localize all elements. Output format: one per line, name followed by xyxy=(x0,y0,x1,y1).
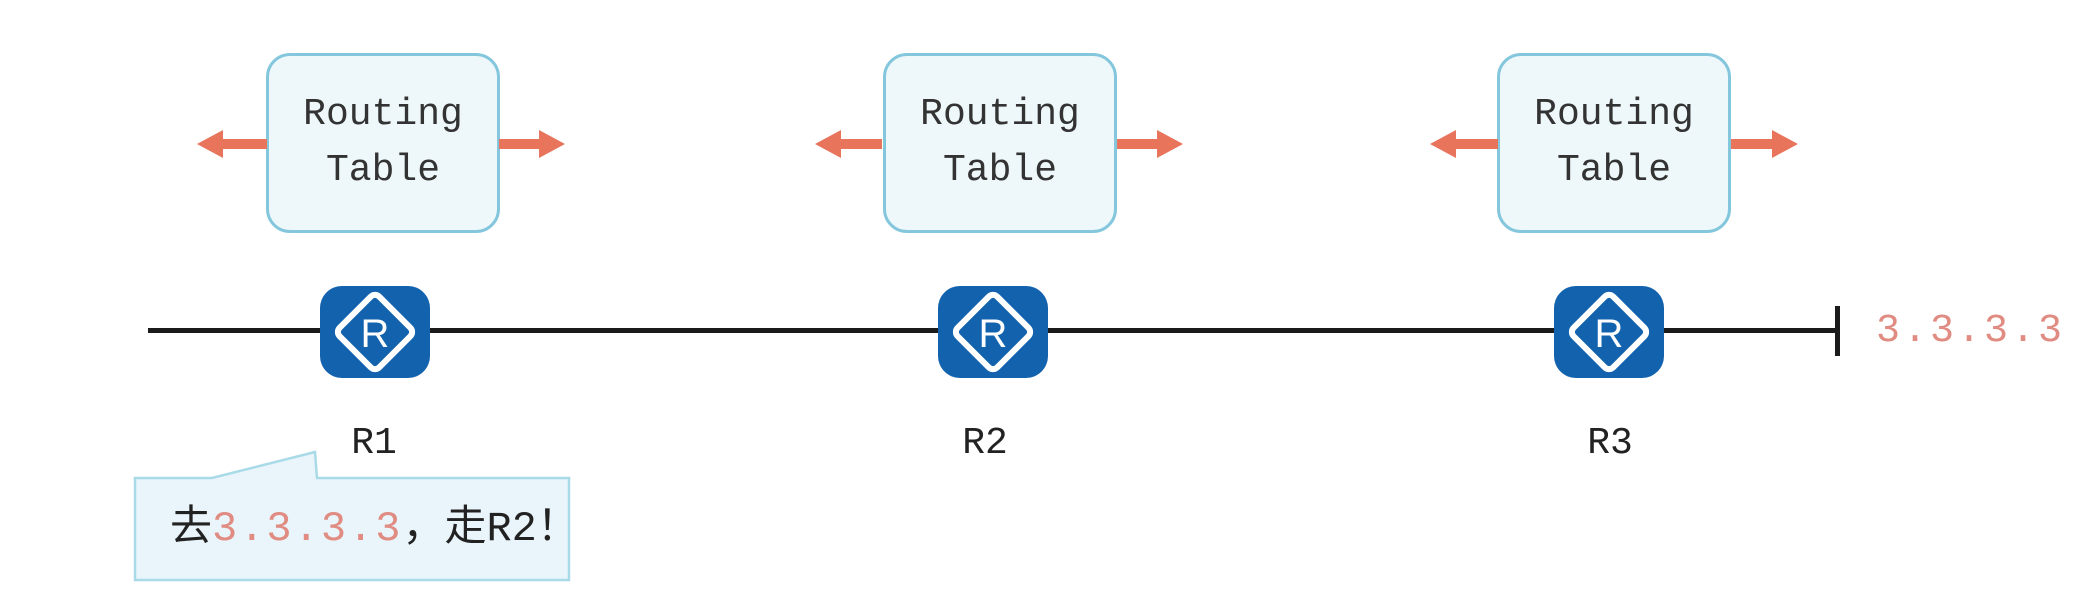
arrow-head-icon xyxy=(1772,130,1798,158)
bubble-text-prefix: 去 xyxy=(170,505,213,553)
arrow-head-icon xyxy=(1157,130,1183,158)
arrow-head-icon xyxy=(815,130,841,158)
bubble-text-suffix: ，走R2！ xyxy=(402,505,579,553)
left-arrow-icon xyxy=(815,130,882,158)
bubble-text-ip: 3.3.3.3 xyxy=(212,505,403,553)
network-end-tick xyxy=(1835,306,1840,356)
speech-bubble xyxy=(133,450,571,582)
right-arrow-icon xyxy=(499,130,565,158)
arrow-shaft xyxy=(1452,139,1498,149)
routing-table-box-r3: Routing Table xyxy=(1497,53,1731,233)
arrow-head-icon xyxy=(197,130,223,158)
routing-table-text-line2: Table xyxy=(942,149,1058,192)
left-arrow-icon xyxy=(197,130,267,158)
routing-table-text-line2: Table xyxy=(1556,149,1672,192)
right-arrow-icon xyxy=(1731,130,1798,158)
destination-ip-label: 3.3.3.3 xyxy=(1876,309,2066,354)
router-icon-r2: R xyxy=(938,286,1048,378)
arrow-head-icon xyxy=(1430,130,1456,158)
routing-table-box-r2: Routing Table xyxy=(883,53,1117,233)
routing-table-text-line1: Routing xyxy=(1534,93,1694,136)
svg-text:R: R xyxy=(979,312,1008,356)
routing-table-text-line1: Routing xyxy=(303,93,463,136)
svg-text:R: R xyxy=(1595,312,1624,356)
arrow-head-icon xyxy=(539,130,565,158)
speech-bubble-text: 去3.3.3.3，走R2！ xyxy=(170,504,579,554)
arrow-shaft xyxy=(1117,139,1161,149)
arrow-shaft xyxy=(1731,139,1776,149)
routing-table-box-r1: Routing Table xyxy=(266,53,500,233)
routing-table-text-line2: Table xyxy=(325,149,441,192)
router-label-r1: R1 xyxy=(351,422,397,465)
svg-text:R: R xyxy=(361,312,390,356)
router-icon-r3: R xyxy=(1554,286,1664,378)
arrow-shaft xyxy=(499,139,543,149)
router-icon-r1: R xyxy=(320,286,430,378)
left-arrow-icon xyxy=(1430,130,1498,158)
router-label-r3: R3 xyxy=(1587,422,1633,465)
arrow-shaft xyxy=(837,139,882,149)
routing-table-text-line1: Routing xyxy=(920,93,1080,136)
arrow-shaft xyxy=(219,139,267,149)
router-label-r2: R2 xyxy=(962,422,1008,465)
right-arrow-icon xyxy=(1117,130,1183,158)
